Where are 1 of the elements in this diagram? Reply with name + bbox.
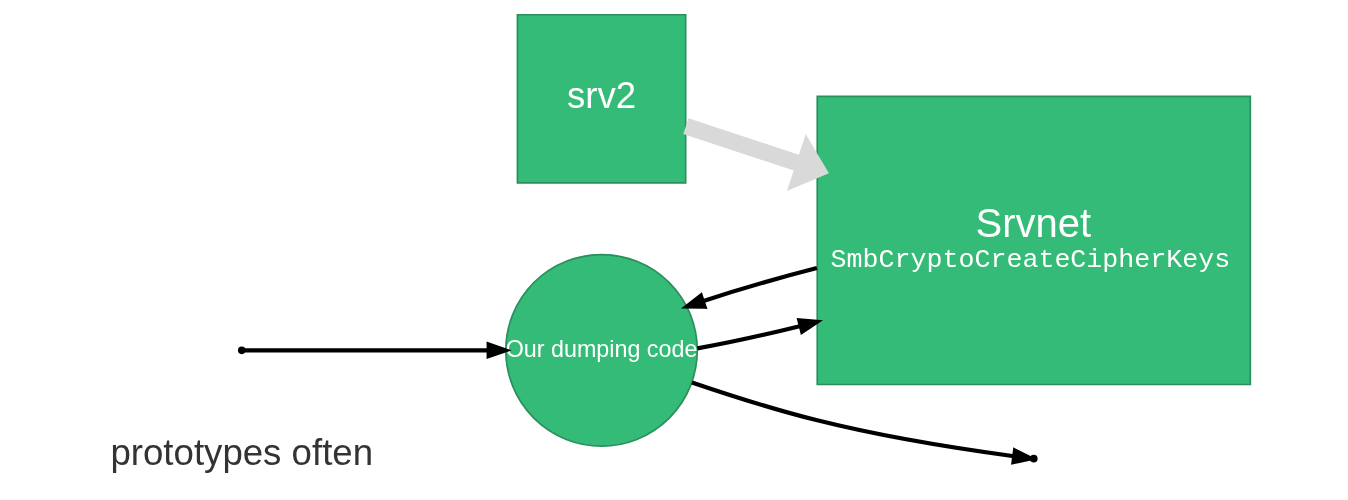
label: prototypes often bbox=[110, 431, 374, 473]
